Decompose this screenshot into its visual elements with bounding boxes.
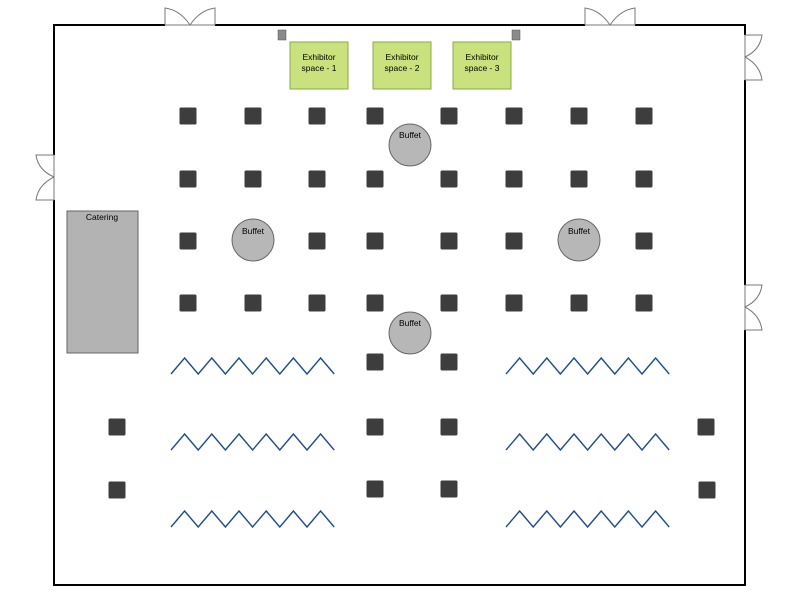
door-right-lower[interactable] bbox=[740, 284, 763, 331]
table[interactable] bbox=[366, 480, 384, 498]
seating-row[interactable] bbox=[505, 356, 670, 376]
seating-row[interactable] bbox=[170, 432, 335, 452]
buffet-label: Buffet bbox=[242, 226, 265, 236]
table[interactable] bbox=[366, 353, 384, 371]
exhibitor-label: Exhibitor bbox=[385, 52, 418, 62]
table[interactable] bbox=[108, 418, 126, 436]
table[interactable] bbox=[635, 107, 653, 125]
exhibitor-label: Exhibitor bbox=[465, 52, 498, 62]
table[interactable] bbox=[505, 170, 523, 188]
seating-row[interactable] bbox=[170, 509, 335, 529]
table[interactable] bbox=[366, 170, 384, 188]
table[interactable] bbox=[440, 170, 458, 188]
exhibitor-space-2[interactable]: Exhibitor space - 2 bbox=[372, 41, 432, 90]
buffet-left[interactable]: Buffet bbox=[231, 218, 275, 262]
exhibitor-label: space - 2 bbox=[385, 63, 420, 73]
door-top-left[interactable] bbox=[164, 7, 216, 30]
table[interactable] bbox=[698, 481, 716, 499]
door-left[interactable] bbox=[35, 154, 59, 201]
table[interactable] bbox=[366, 418, 384, 436]
small-marker bbox=[277, 29, 287, 41]
table[interactable] bbox=[366, 232, 384, 250]
table[interactable] bbox=[570, 294, 588, 312]
table[interactable] bbox=[244, 170, 262, 188]
exhibitor-label: space - 1 bbox=[302, 63, 337, 73]
catering-label: Catering bbox=[86, 212, 118, 222]
buffet-top[interactable]: Buffet bbox=[388, 123, 432, 167]
table[interactable] bbox=[308, 232, 326, 250]
seating-group bbox=[170, 356, 670, 529]
table[interactable] bbox=[635, 170, 653, 188]
table[interactable] bbox=[440, 232, 458, 250]
exhibitor-label: Exhibitor bbox=[302, 52, 335, 62]
seating-row[interactable] bbox=[505, 509, 670, 529]
door-right-upper[interactable] bbox=[740, 34, 763, 81]
buffet-right[interactable]: Buffet bbox=[557, 218, 601, 262]
table[interactable] bbox=[440, 294, 458, 312]
table[interactable] bbox=[440, 353, 458, 371]
table[interactable] bbox=[570, 107, 588, 125]
table[interactable] bbox=[570, 170, 588, 188]
exhibitor-label: space - 3 bbox=[465, 63, 500, 73]
table[interactable] bbox=[179, 294, 197, 312]
table[interactable] bbox=[635, 232, 653, 250]
table[interactable] bbox=[179, 107, 197, 125]
table[interactable] bbox=[244, 107, 262, 125]
table[interactable] bbox=[635, 294, 653, 312]
table[interactable] bbox=[308, 294, 326, 312]
table[interactable] bbox=[244, 294, 262, 312]
table[interactable] bbox=[108, 481, 126, 499]
buffet-label: Buffet bbox=[399, 318, 422, 328]
table[interactable] bbox=[505, 107, 523, 125]
buffet-label: Buffet bbox=[568, 226, 591, 236]
table[interactable] bbox=[366, 107, 384, 125]
exhibitor-space-3[interactable]: Exhibitor space - 3 bbox=[452, 41, 512, 90]
door-top-right[interactable] bbox=[584, 7, 636, 30]
table[interactable] bbox=[308, 170, 326, 188]
table[interactable] bbox=[505, 294, 523, 312]
buffet-bottom[interactable]: Buffet bbox=[388, 311, 432, 355]
table[interactable] bbox=[440, 418, 458, 436]
table[interactable] bbox=[308, 107, 326, 125]
table[interactable] bbox=[697, 418, 715, 436]
table[interactable] bbox=[440, 480, 458, 498]
exhibitor-space-1[interactable]: Exhibitor space - 1 bbox=[289, 41, 349, 90]
table[interactable] bbox=[366, 294, 384, 312]
tables-group bbox=[108, 107, 716, 499]
table[interactable] bbox=[505, 232, 523, 250]
table[interactable] bbox=[179, 170, 197, 188]
small-marker bbox=[511, 29, 521, 41]
table[interactable] bbox=[179, 232, 197, 250]
seating-row[interactable] bbox=[170, 356, 335, 376]
table[interactable] bbox=[440, 107, 458, 125]
catering-area[interactable]: Catering bbox=[66, 210, 139, 354]
buffet-label: Buffet bbox=[399, 130, 422, 140]
seating-row[interactable] bbox=[505, 432, 670, 452]
